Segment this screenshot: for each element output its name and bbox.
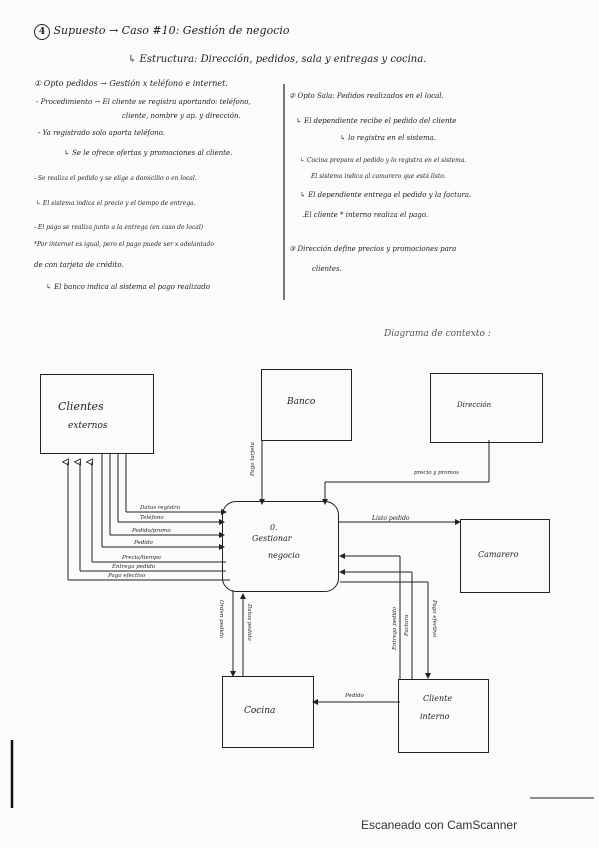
cocina-label: Cocina [244, 706, 276, 716]
right-line-5: El sistema indica al camarero que está l… [311, 173, 446, 180]
flow-pago-efectivo: Pago efectivo [108, 573, 146, 579]
right-line-4: ↳ Cocina prepara el pedido y lo registra… [300, 157, 467, 164]
left-line-8: - El pago se realiza junto a la entrega … [34, 224, 204, 231]
direccion-label: Dirección [457, 401, 492, 409]
process-gestionar-negocio [222, 501, 339, 592]
right-line-7: .El cliente * interno realiza el pago. [302, 211, 429, 219]
scanner-watermark: Escaneado con CamScanner [361, 818, 518, 832]
clientes-label-1: Clientes [58, 400, 104, 413]
left-line-1: ① Opto pedidos → Gestión x teléfono e in… [34, 79, 228, 88]
flow-interno-pago: Pago efectivo [431, 600, 437, 638]
flow-interno-entrega: Entrega pedido [392, 606, 398, 650]
process-number: 0. [270, 523, 278, 532]
flow-datos-registro: Datos registro [140, 505, 180, 511]
left-line-9: *Por internet es igual, pero el pago pue… [34, 241, 214, 248]
left-line-10: de con tarjeta de crédito. [34, 261, 124, 269]
entity-banco [261, 369, 352, 441]
header-number: 4 [34, 24, 50, 40]
cliente-interno-label-1: Cliente [423, 694, 453, 703]
flow-entrega-pedido: Entrega pedido [112, 564, 156, 570]
left-line-4: - Ya registrado solo aporta teléfono. [38, 129, 165, 137]
flow-telefono: Teléfono [140, 515, 164, 521]
left-line-7: ↳ El sistema indica el precio y el tiemp… [36, 200, 196, 207]
right-line-3: ↳ lo registra en el sistema. [340, 134, 437, 142]
left-line-5: ↳ Se le ofrece ofertas y promociones al … [64, 149, 233, 157]
banco-label: Banco [287, 397, 316, 407]
right-line-6: ↳ El dependiente entrega el pedido y la … [300, 191, 472, 199]
cliente-interno-label-2: interno [420, 712, 450, 721]
flow-datos-pedido: Datos pedido [246, 604, 252, 641]
flow-pedido-promo: Pedido/promo [132, 528, 171, 534]
diagram-title: Diagrama de contexto : [384, 329, 491, 339]
entity-camarero [460, 519, 550, 593]
flow-pago-tarjeta: Pago tarjeta [250, 442, 256, 476]
right-line-2: ↳ El dependiente recibe el pedido del cl… [296, 117, 457, 125]
camarero-label: Camarero [478, 550, 519, 559]
left-line-11: ↳ El banco indica al sistema el pago rea… [46, 283, 210, 291]
entity-clientes-externos [40, 374, 154, 454]
flow-listo-pedido: Listo pedido [372, 515, 410, 522]
entity-cliente-interno [398, 679, 489, 753]
right-line-8: ③ Dirección define precios y promociones… [289, 245, 457, 253]
process-label-1: Gestionar [252, 534, 292, 543]
header-line-1: 4 Supuesto → Caso #10: Gestión de negoci… [34, 24, 290, 40]
left-line-2: - Procedimiento → El cliente se registra… [36, 98, 251, 106]
flow-precio-tiempo: Precio/tiempo [122, 555, 161, 561]
entity-direccion [430, 373, 543, 443]
right-line-9: clientes. [312, 265, 342, 273]
flow-orden-pedido: Orden pedido [218, 600, 224, 639]
flow-precio-promos: precio y promos [414, 470, 459, 476]
entity-cocina [222, 676, 314, 748]
right-line-1: ② Opto Sala: Pedidos realizados en el lo… [289, 92, 444, 100]
header-line-2: ↳ Estructura: Dirección, pedidos, sala y… [128, 54, 427, 65]
flow-pedido-cocina: Pedido [345, 693, 364, 699]
flow-pedido: Pedido [134, 540, 153, 546]
flow-interno-factura: Factura [404, 614, 410, 636]
header-title: Supuesto → Caso #10: Gestión de negocio [53, 24, 290, 37]
left-line-3: cliente, nombre y ap. y dirección. [122, 112, 241, 120]
clientes-label-2: externos [68, 421, 108, 431]
process-label-2: negocio [268, 551, 300, 560]
left-line-6: - Se realiza el pedido y se elige a domi… [34, 175, 197, 182]
